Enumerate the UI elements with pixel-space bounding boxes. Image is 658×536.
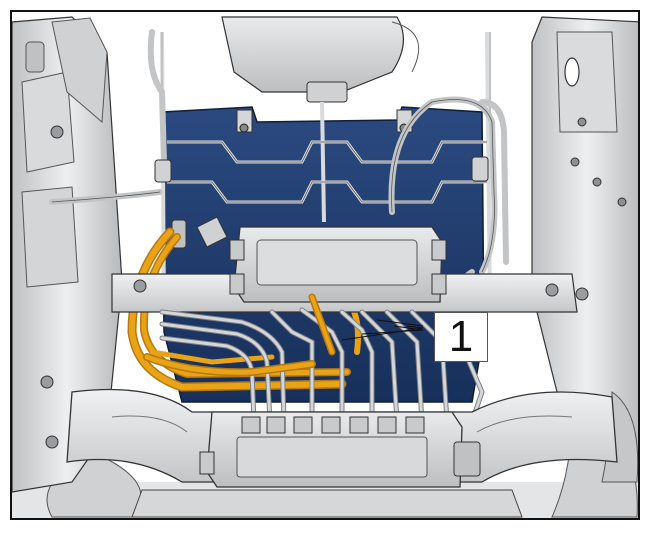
cushion-pan [131,489,523,518]
wire-frame-outline [167,141,487,203]
control-module [229,226,447,303]
diagram-frame: 1 [10,10,640,520]
orange-harness-front [143,293,336,377]
right-side-rail [531,16,638,483]
seat-wiring-illustration [12,16,638,518]
left-side-rail [12,16,123,493]
top-module [221,16,420,103]
upper-cables-outline [51,99,495,273]
lower-module [199,411,481,488]
callout-leader-lines [341,319,424,341]
callout-label-1: 1 [434,312,488,362]
